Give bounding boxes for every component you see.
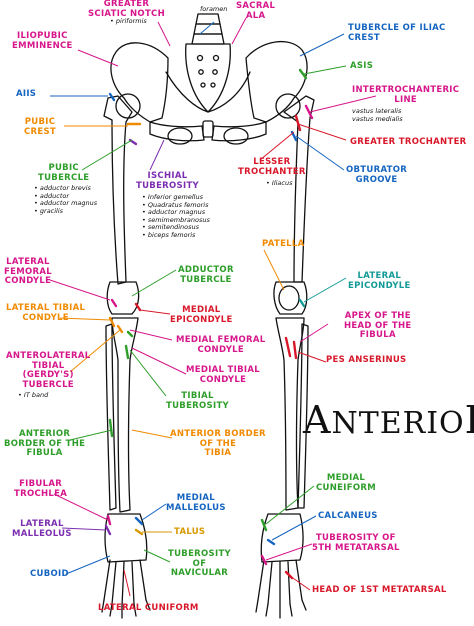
right-tibia xyxy=(275,317,305,511)
label-pubic-tubercle: PUBIC TUBERCLE xyxy=(38,163,90,183)
label-lateral-cuniform: LATERAL CUNIFORM xyxy=(98,603,199,613)
note-foramen: foramen xyxy=(200,5,228,13)
label-lateral-epicondyle: LATERAL EPICONDYLE xyxy=(348,271,411,291)
label-cuboid: CUBOID xyxy=(30,569,69,579)
label-patella: PATELLA xyxy=(262,239,305,249)
label-medial-epicondyle: MEDIAL EPICONDYLE xyxy=(170,305,233,325)
label-anterior-border-fibula: ANTERIOR BORDER OF THE FIBULA xyxy=(4,429,86,458)
note-piriformis: • piriformis xyxy=(110,17,147,25)
label-asis: ASIS xyxy=(350,61,374,71)
note-it-band: • IT band xyxy=(18,391,49,399)
left-pubis xyxy=(149,121,205,142)
left-tibia xyxy=(111,317,139,513)
label-lateral-malleolus: LATERAL MALLEOLUS xyxy=(12,519,72,539)
right-obturator xyxy=(223,127,249,145)
label-fibular-trochlea: FIBULAR TROCHLEA xyxy=(14,479,68,499)
pubic-symphysis xyxy=(202,120,214,138)
label-adductor-tubercle: ADDUCTOR TUBERCLE xyxy=(178,265,234,285)
left-fibula xyxy=(105,323,117,511)
label-intertrochanteric-line: INTERTROCHANTERIC LINE xyxy=(352,85,460,105)
sacrum xyxy=(185,43,231,113)
note-intertrochanteric: vastus lateralis vastus medialis xyxy=(352,107,403,123)
label-lateral-femoral-condyle: LATERAL FEMORAL CONDYLE xyxy=(4,257,52,286)
label-apex-head-fibula: APEX OF THE HEAD OF THE FIBULA xyxy=(344,311,412,340)
label-iliopubic-eminence: ILIOPUBIC EMMINENCE xyxy=(12,31,73,51)
label-sacral-ala: SACRAL ALA xyxy=(236,1,276,21)
label-obturator-groove: OBTURATOR GROOVE xyxy=(346,165,408,185)
label-pes-anserinus: PES ANSERINUS xyxy=(326,355,407,365)
label-anterior-border-tibia: ANTERIOR BORDER OF THE TIBIA xyxy=(170,429,266,458)
label-medial-tibial-condyle: MEDIAL TIBIAL CONDYLE xyxy=(186,365,260,385)
right-pubis xyxy=(211,121,267,142)
left-knee xyxy=(106,281,140,315)
right-femoral-head xyxy=(275,93,301,119)
note-pubic-tubercle: • adductor brevis • adductor • adductor … xyxy=(34,184,98,215)
label-tibial-tuberosity: TIBIAL TUBEROSITY xyxy=(166,391,229,411)
label-greater-sciatic-notch: GREATER SCIATIC NOTCH xyxy=(88,0,165,19)
pelvic-inlet xyxy=(165,71,251,113)
right-knee xyxy=(273,281,308,315)
label-anterolateral-tibial: ANTEROLATERAL TIBIAL (GERDY'S) TUBERCLE xyxy=(6,351,91,390)
label-tuberosity-5th-metatarsal: TUBEROSITY OF 5TH METATARSAL xyxy=(312,533,400,553)
label-medial-malleolus: MEDIAL MALLEOLUS xyxy=(166,493,226,513)
label-lesser-trochanter: LESSER TROCHANTER xyxy=(238,157,306,177)
label-lateral-tibial-condyle: LATERAL TIBIAL CONDYLE xyxy=(6,303,86,323)
label-calcaneus: CALCANEUS xyxy=(318,511,378,521)
left-iliac-wing xyxy=(110,42,169,123)
label-tuberosity-navicular: TUBEROSITY OF NAVICULAR xyxy=(168,549,231,578)
label-medial-cuneiform: MEDIAL CUNEIFORM xyxy=(316,473,376,493)
label-head-1st-metatarsal: HEAD OF 1ST METATARSAL xyxy=(312,585,447,595)
note-lesser: • Iliacus xyxy=(266,179,293,187)
label-ischial-tuberosity: ISCHIAL TUBEROSITY xyxy=(136,171,199,191)
label-aiis: AIIS xyxy=(16,89,37,99)
left-obturator xyxy=(167,127,193,145)
label-medial-femoral-condyle: MEDIAL FEMORAL CONDYLE xyxy=(176,335,266,355)
right-iliac-wing xyxy=(245,40,308,123)
note-ischial: • Inferior gemellus • Quadratus femoris … xyxy=(142,193,210,239)
view-title: ANTERIOR xyxy=(303,398,474,442)
label-pubic-crest: PUBIC CREST xyxy=(24,117,57,137)
right-patella xyxy=(278,285,300,311)
label-greater-trochanter: GREATER TROCHANTER xyxy=(350,137,467,147)
label-tubercle-iliac-crest: TUBERCLE OF ILIAC CREST xyxy=(348,23,446,43)
right-fibula xyxy=(297,323,309,509)
label-talus: TALUS xyxy=(174,527,206,537)
